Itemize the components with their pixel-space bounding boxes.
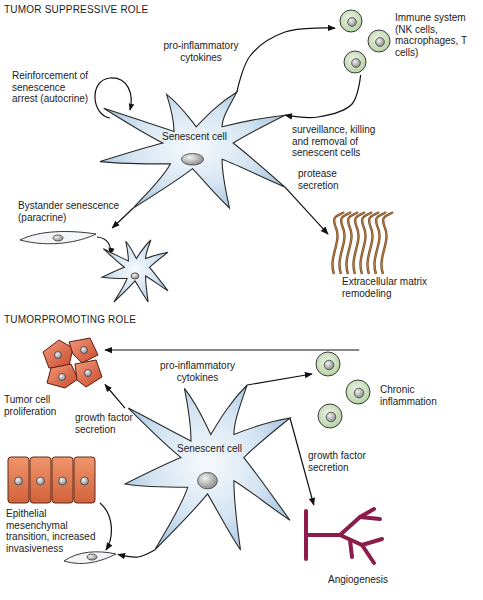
senescent-cell-body [125, 385, 290, 550]
cell-nucleus [348, 18, 357, 27]
blood-vessel [360, 517, 380, 519]
node-label: Chronic inflammation [380, 384, 470, 407]
node-label: Epithelial mesenchymal transition, incre… [6, 508, 102, 554]
epithelial-cell [8, 457, 29, 503]
arrow-connector [247, 374, 312, 385]
cell-nucleus [55, 352, 62, 359]
node-label: Extracellular matrix remodeling [342, 276, 442, 299]
normal-cell-body [20, 232, 96, 244]
blood-vessel [340, 509, 374, 535]
cell-illustration [335, 8, 392, 75]
cell-nucleus [85, 370, 92, 377]
cell-illustration [40, 335, 105, 390]
cell-illustration [18, 228, 170, 304]
cell-nucleus [352, 59, 361, 68]
cell-nucleus [15, 477, 23, 485]
cell-node: Bystander senescence (paracrine) [18, 228, 170, 304]
senescent-cell-body [102, 240, 168, 302]
cell-nucleus [53, 235, 63, 241]
blood-vessel [350, 540, 352, 557]
cell-node: Immune system (NK cells, macrophages, T … [335, 8, 392, 75]
cell-illustration [100, 92, 285, 208]
cell-nucleus [87, 554, 97, 560]
epithelial-cell [30, 457, 51, 503]
node-label: Senescent cell [177, 443, 257, 455]
immune-cell [344, 51, 366, 73]
arrow-connector [105, 385, 125, 409]
cell-nucleus [324, 360, 334, 370]
immune-cell [368, 30, 390, 52]
tumor-cell [69, 338, 98, 363]
epithelial-cell [52, 457, 73, 503]
cell-node: Senescent cell [125, 385, 290, 550]
cell-illustration [328, 212, 390, 275]
immune-cell [346, 380, 370, 404]
node-label: Angiogenesis [328, 574, 398, 586]
connector-label: protease secretion [298, 168, 348, 191]
senescent-cell-small [102, 240, 168, 302]
senescent-cell-body [100, 92, 285, 208]
cell-nucleus [131, 273, 139, 279]
arrow-connector [285, 75, 361, 117]
tumor-cell [47, 364, 78, 388]
immune-cell [340, 10, 362, 32]
cell-node: Senescent cell [100, 92, 285, 208]
cell-node: Tumor cell proliferation [40, 335, 105, 390]
node-label: Bystander senescence (paracrine) [18, 200, 126, 223]
connector-label: growth factor secretion [75, 412, 139, 435]
arrow-connector [285, 187, 328, 234]
section-heading: TUMOR SUPPRESSIVE ROLE [4, 4, 304, 16]
connector-label: pro-inflammatory cytokines [160, 40, 242, 63]
cell-nucleus [59, 374, 66, 381]
immune-cell [316, 352, 340, 376]
cell-node: Epithelial mesenchymal transition, incre… [6, 455, 118, 572]
cell-node: Angiogenesis [300, 505, 392, 598]
node-label: Tumor cell proliferation [4, 394, 68, 417]
transition-arrow [100, 503, 111, 550]
cell-nucleus [81, 347, 88, 354]
cell-nucleus [198, 472, 218, 489]
cell-node: Chronic inflammation [312, 350, 375, 430]
arrow-connector [118, 550, 155, 557]
cell-node: Extracellular matrix remodeling [328, 212, 390, 275]
arrow-connector [237, 28, 335, 92]
connector-label: growth factor secretion [308, 450, 370, 473]
arrow-connector [105, 349, 359, 350]
epithelial-cell [74, 457, 95, 503]
cell-nucleus [354, 388, 364, 398]
blood-vessel [306, 533, 340, 537]
connector-label: pro-inflammatory cytokines [155, 360, 240, 383]
cell-nucleus [376, 38, 385, 47]
cell-illustration [125, 385, 290, 550]
connector-label: surveillance, killing and removal of sen… [292, 124, 382, 159]
tumor-cell [43, 340, 73, 368]
node-label: Senescent cell [162, 131, 242, 143]
section-heading: TUMORPROMOTING ROLE [4, 314, 304, 326]
tumor-cell [75, 360, 102, 387]
matrix-fiber-highlight [381, 212, 393, 274]
cell-nucleus [59, 477, 67, 485]
immune-cell [318, 404, 342, 428]
arrow-connector [290, 418, 314, 505]
matrix-fiber [381, 212, 393, 274]
annotation-text: Reinforcement of senescence arrest (auto… [12, 70, 92, 105]
cell-nucleus [37, 477, 45, 485]
cell-nucleus [326, 412, 336, 422]
node-label: Immune system (NK cells, macrophages, T … [395, 12, 483, 58]
cell-illustration [312, 350, 375, 430]
blood-vessel [362, 545, 374, 563]
cell-nucleus [181, 153, 203, 165]
cell-nucleus [81, 477, 89, 485]
mesenchymal-cell [64, 552, 116, 564]
arrow-connector [112, 208, 133, 228]
